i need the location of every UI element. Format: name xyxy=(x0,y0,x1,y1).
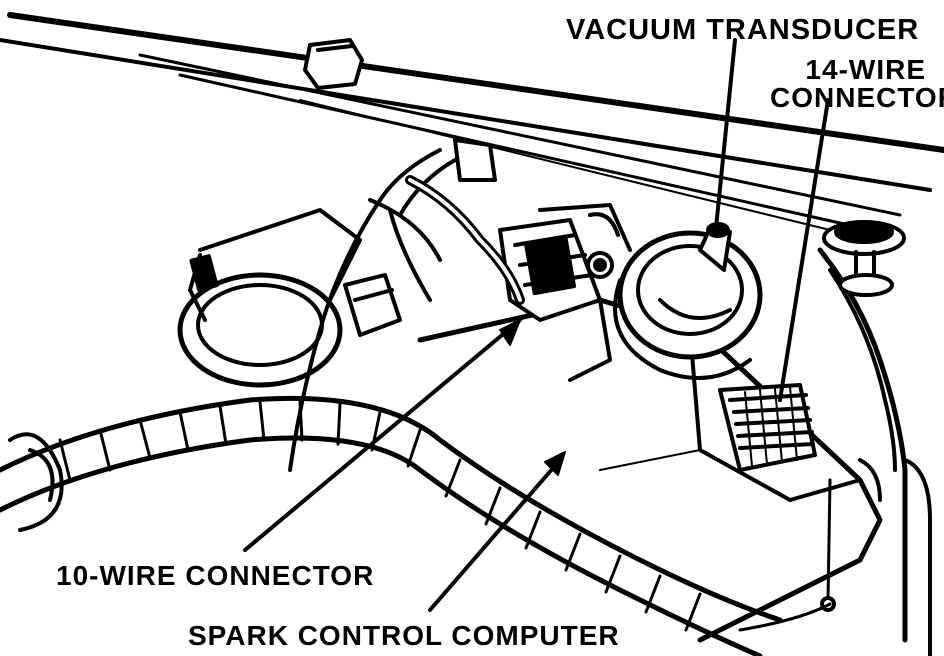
harness-plug xyxy=(343,273,402,337)
connector-14-wire xyxy=(718,383,817,472)
label-spark-control-computer: SPARK CONTROL COMPUTER xyxy=(188,620,620,651)
leader-vacuum-transducer xyxy=(714,38,737,230)
leader-lines xyxy=(243,38,830,612)
arrowhead-spark-computer xyxy=(544,451,566,476)
label-14-wire-line1: 14-WIRE xyxy=(805,54,926,85)
leader-14-wire xyxy=(778,98,830,402)
label-14-wire-connector: 14-WIRE CONNECTOR xyxy=(770,54,944,113)
label-vacuum-transducer: VACUUM TRANSDUCER xyxy=(566,14,920,46)
label-14-wire-line2: CONNECTOR xyxy=(770,82,944,113)
leader-spark-computer xyxy=(428,458,562,612)
connector-10-wire xyxy=(498,203,632,322)
ground-wire xyxy=(738,478,836,632)
small-bolt xyxy=(586,212,620,279)
hood-edge xyxy=(0,12,944,234)
vacuum-hoses xyxy=(288,138,525,472)
arrowhead-10-wire xyxy=(499,319,521,346)
leader-10-wire xyxy=(243,318,522,552)
fender-bolt xyxy=(822,220,906,297)
vacuum-transducer xyxy=(613,222,763,380)
hood-bolt xyxy=(303,38,364,90)
arrowheads xyxy=(499,319,566,476)
wiring-harness xyxy=(0,395,783,656)
throttle-body xyxy=(177,208,362,388)
fender-panel xyxy=(817,247,932,656)
label-10-wire-connector: 10-WIRE CONNECTOR xyxy=(56,560,375,591)
spark-control-computer xyxy=(417,297,883,643)
